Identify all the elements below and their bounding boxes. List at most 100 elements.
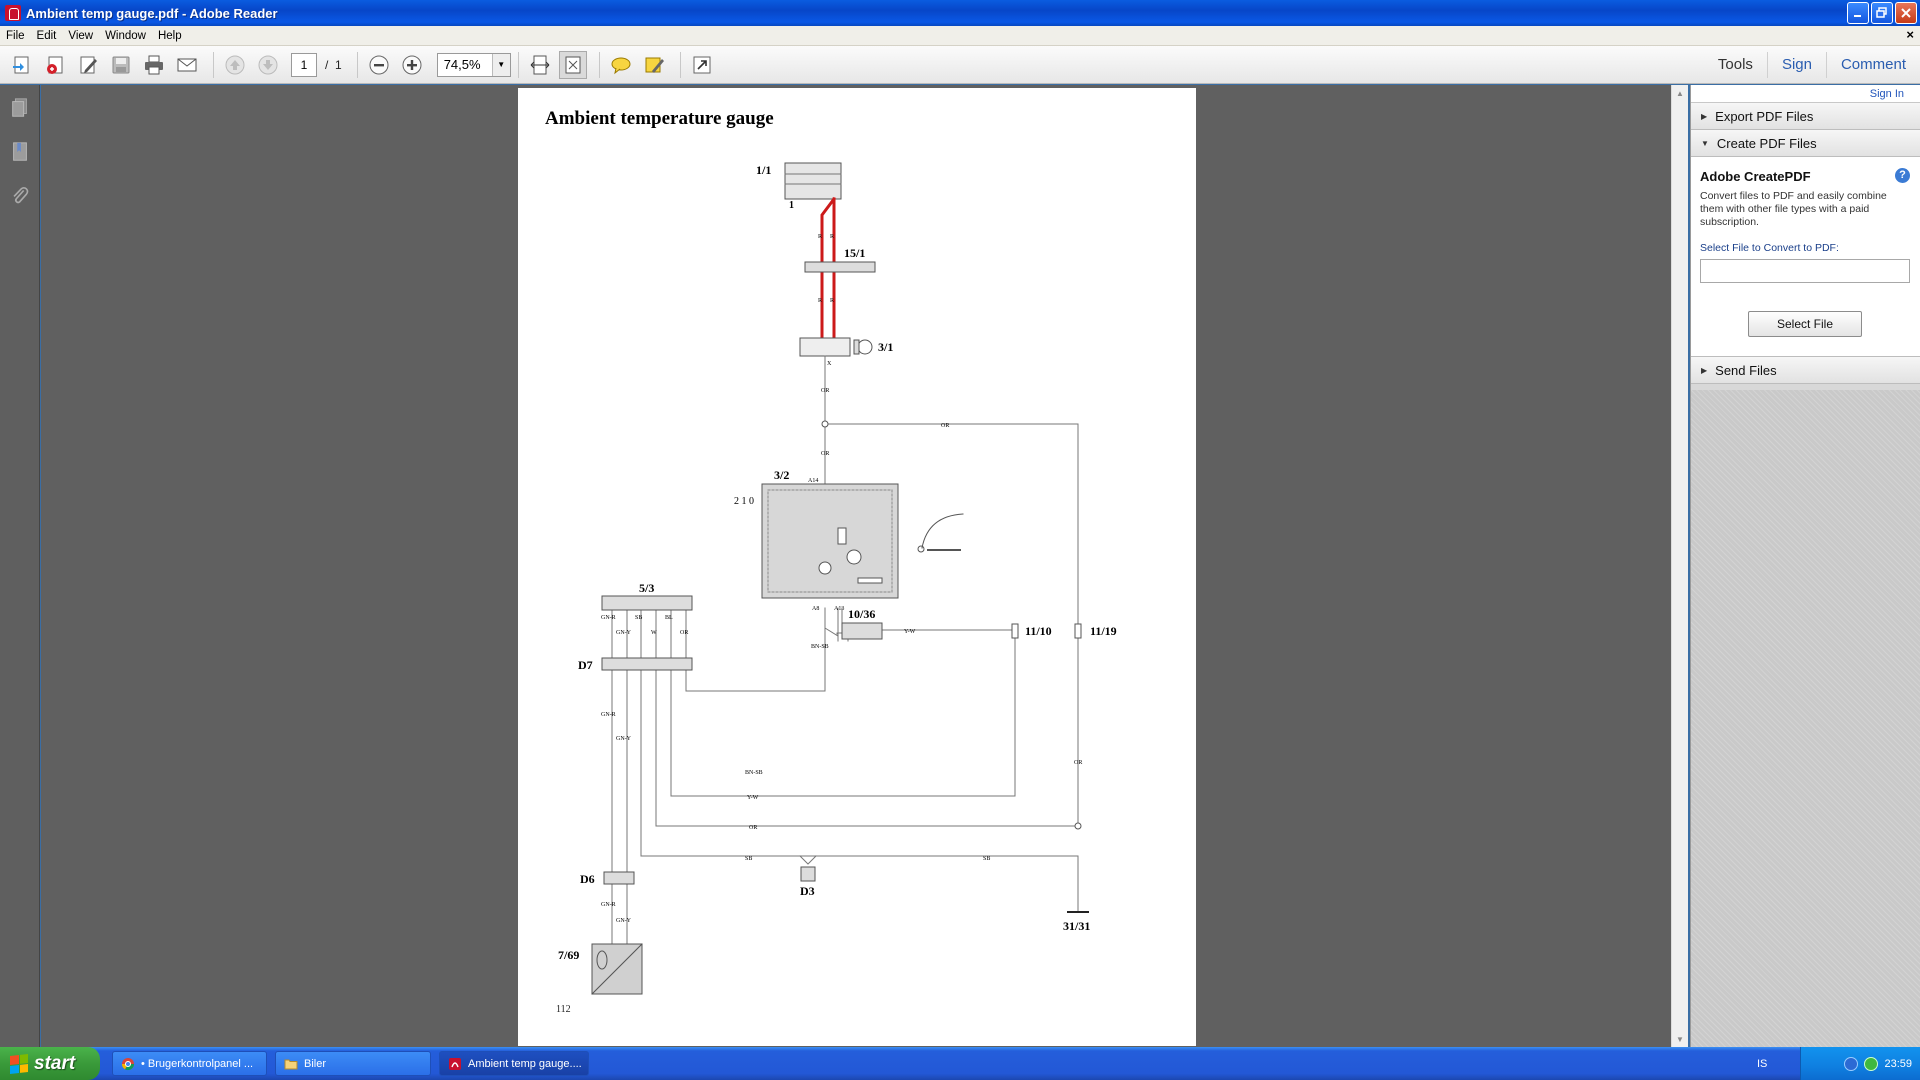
zoom-select[interactable]: 74,5% ▼ <box>436 52 511 77</box>
clock: 23:59 <box>1884 1057 1912 1070</box>
wire-label-sb: SB <box>745 856 752 862</box>
wire-label-or: OR <box>821 451 829 457</box>
scroll-up-icon[interactable]: ▲ <box>1676 88 1684 98</box>
fullscreen-button[interactable] <box>688 51 716 79</box>
fit-page-button[interactable] <box>558 50 587 79</box>
sign-in-link[interactable]: Sign In <box>1691 85 1920 103</box>
component-temp-sensor: 7/69 <box>558 943 643 995</box>
menu-edit[interactable]: Edit <box>36 29 57 42</box>
menu-window[interactable]: Window <box>105 29 146 42</box>
export-pdf-section[interactable]: ▶ Export PDF Files <box>1691 103 1920 130</box>
next-page-button[interactable] <box>254 51 282 79</box>
highlight-icon <box>645 57 664 73</box>
comment-tab[interactable]: Comment <box>1825 52 1920 78</box>
security-icon[interactable] <box>1864 1056 1879 1071</box>
fit-page-icon <box>565 56 581 73</box>
label-battery: 1/1 <box>756 163 771 177</box>
network-icon[interactable] <box>1844 1056 1859 1071</box>
minimize-button[interactable] <box>1847 2 1869 24</box>
chevron-down-icon[interactable]: ▼ <box>491 53 510 76</box>
wire-label-yw: Y-W <box>904 629 916 635</box>
email-button[interactable] <box>173 51 201 79</box>
pages-button[interactable] <box>7 95 33 121</box>
label-d7: D7 <box>578 658 593 672</box>
toolbar-separator <box>598 51 600 78</box>
tools-pane-background <box>1691 390 1920 1047</box>
page-number-input[interactable]: 1 <box>291 52 317 77</box>
open-button[interactable] <box>41 51 69 79</box>
create-pdf-section[interactable]: ▼ Create PDF Files <box>1691 130 1920 157</box>
file-path-input[interactable] <box>1700 259 1910 283</box>
menu-help[interactable]: Help <box>157 29 182 42</box>
language-indicator[interactable]: IS <box>1757 1057 1768 1070</box>
label-fuse-1119: 11/19 <box>1090 624 1117 638</box>
vertical-scrollbar[interactable]: ▲ ▼ <box>1671 85 1688 1047</box>
task-label: Ambient temp gauge.... <box>468 1057 582 1070</box>
bookmarks-button[interactable] <box>7 139 33 165</box>
comment-button[interactable] <box>607 51 635 79</box>
print-button[interactable] <box>140 51 168 79</box>
tools-tab[interactable]: Tools <box>1717 56 1753 73</box>
taskbar-item-brugerkontrolpanel[interactable]: • Brugerkontrolpanel ... <box>112 1051 267 1076</box>
document-close-button[interactable]: × <box>1906 27 1914 42</box>
toolbar-separator <box>517 51 519 78</box>
label-switch-positions: 2 1 0 <box>734 496 754 507</box>
edit-icon <box>80 56 97 73</box>
wire-label-r: R <box>830 298 834 304</box>
wire-label-or: OR <box>1074 760 1082 766</box>
pages-icon <box>12 98 27 117</box>
restore-icon <box>1876 7 1887 18</box>
prev-page-button[interactable] <box>221 51 249 79</box>
taskbar-item-adobe-reader[interactable]: Ambient temp gauge.... <box>439 1051 589 1076</box>
taskbar: start • Brugerkontrolpanel ... Biler Amb… <box>0 1047 1920 1080</box>
wire-label-bl: BL <box>665 615 673 621</box>
battery-terminal-label: 1 <box>789 200 794 211</box>
toolbar-separator <box>679 51 681 78</box>
fit-width-button[interactable] <box>526 51 554 79</box>
wire-label-gny: GN-Y <box>616 918 632 924</box>
label-d3: D3 <box>800 884 815 898</box>
wire-label-sb: SB <box>983 856 990 862</box>
fullscreen-icon <box>693 56 711 73</box>
component-battery: 1/1 1 <box>756 162 842 211</box>
wire-label-w: W <box>651 630 657 636</box>
zoom-in-button[interactable] <box>398 51 426 79</box>
select-file-button[interactable]: Select File <box>1748 311 1862 337</box>
highlight-button[interactable] <box>640 51 668 79</box>
save-button[interactable] <box>107 51 135 79</box>
system-tray: IS 23:59 <box>1757 1047 1920 1080</box>
menu-view[interactable]: View <box>68 29 94 42</box>
createpdf-title: Adobe CreatePDF <box>1700 169 1811 184</box>
create-pdf-label: Create PDF Files <box>1716 135 1817 151</box>
document-view[interactable]: Ambient temperature gauge 1/1 1 R R R <box>41 85 1671 1047</box>
junction <box>821 420 829 428</box>
collapse-icon: ▼ <box>1701 138 1709 148</box>
connector-d6 <box>603 871 635 885</box>
zoom-value[interactable]: 74,5% <box>443 57 481 72</box>
start-button[interactable]: start <box>0 1047 100 1080</box>
open-icon <box>47 56 63 74</box>
edit-button[interactable] <box>74 51 102 79</box>
save-icon <box>112 56 130 73</box>
wire-label-gnr: GN-R <box>601 712 616 718</box>
createpdf-description: Convert files to PDF and easily combine … <box>1700 190 1887 228</box>
wire-label-bnsb: BN-SB <box>745 770 763 776</box>
close-button[interactable] <box>1895 2 1917 24</box>
scroll-down-icon[interactable]: ▼ <box>1676 1034 1684 1044</box>
label-temp-sensor: 7/69 <box>558 948 579 962</box>
attachments-button[interactable] <box>7 183 33 209</box>
help-icon[interactable]: ? <box>1895 168 1910 183</box>
restore-button[interactable] <box>1871 2 1893 24</box>
sign-tab[interactable]: Sign <box>1766 52 1826 78</box>
taskbar-item-biler[interactable]: Biler <box>275 1051 431 1076</box>
create-pdf-button[interactable] <box>8 51 36 79</box>
component-relay <box>841 622 883 640</box>
folder-icon <box>284 1059 298 1069</box>
print-icon <box>145 55 163 74</box>
zoom-out-button[interactable] <box>365 51 393 79</box>
toolbar-separator <box>213 51 214 78</box>
send-files-section[interactable]: ▶ Send Files <box>1691 357 1920 384</box>
menu-file[interactable]: File <box>6 29 25 42</box>
adobe-reader-icon <box>5 5 21 21</box>
wire-label-yw: Y-W <box>747 795 759 801</box>
